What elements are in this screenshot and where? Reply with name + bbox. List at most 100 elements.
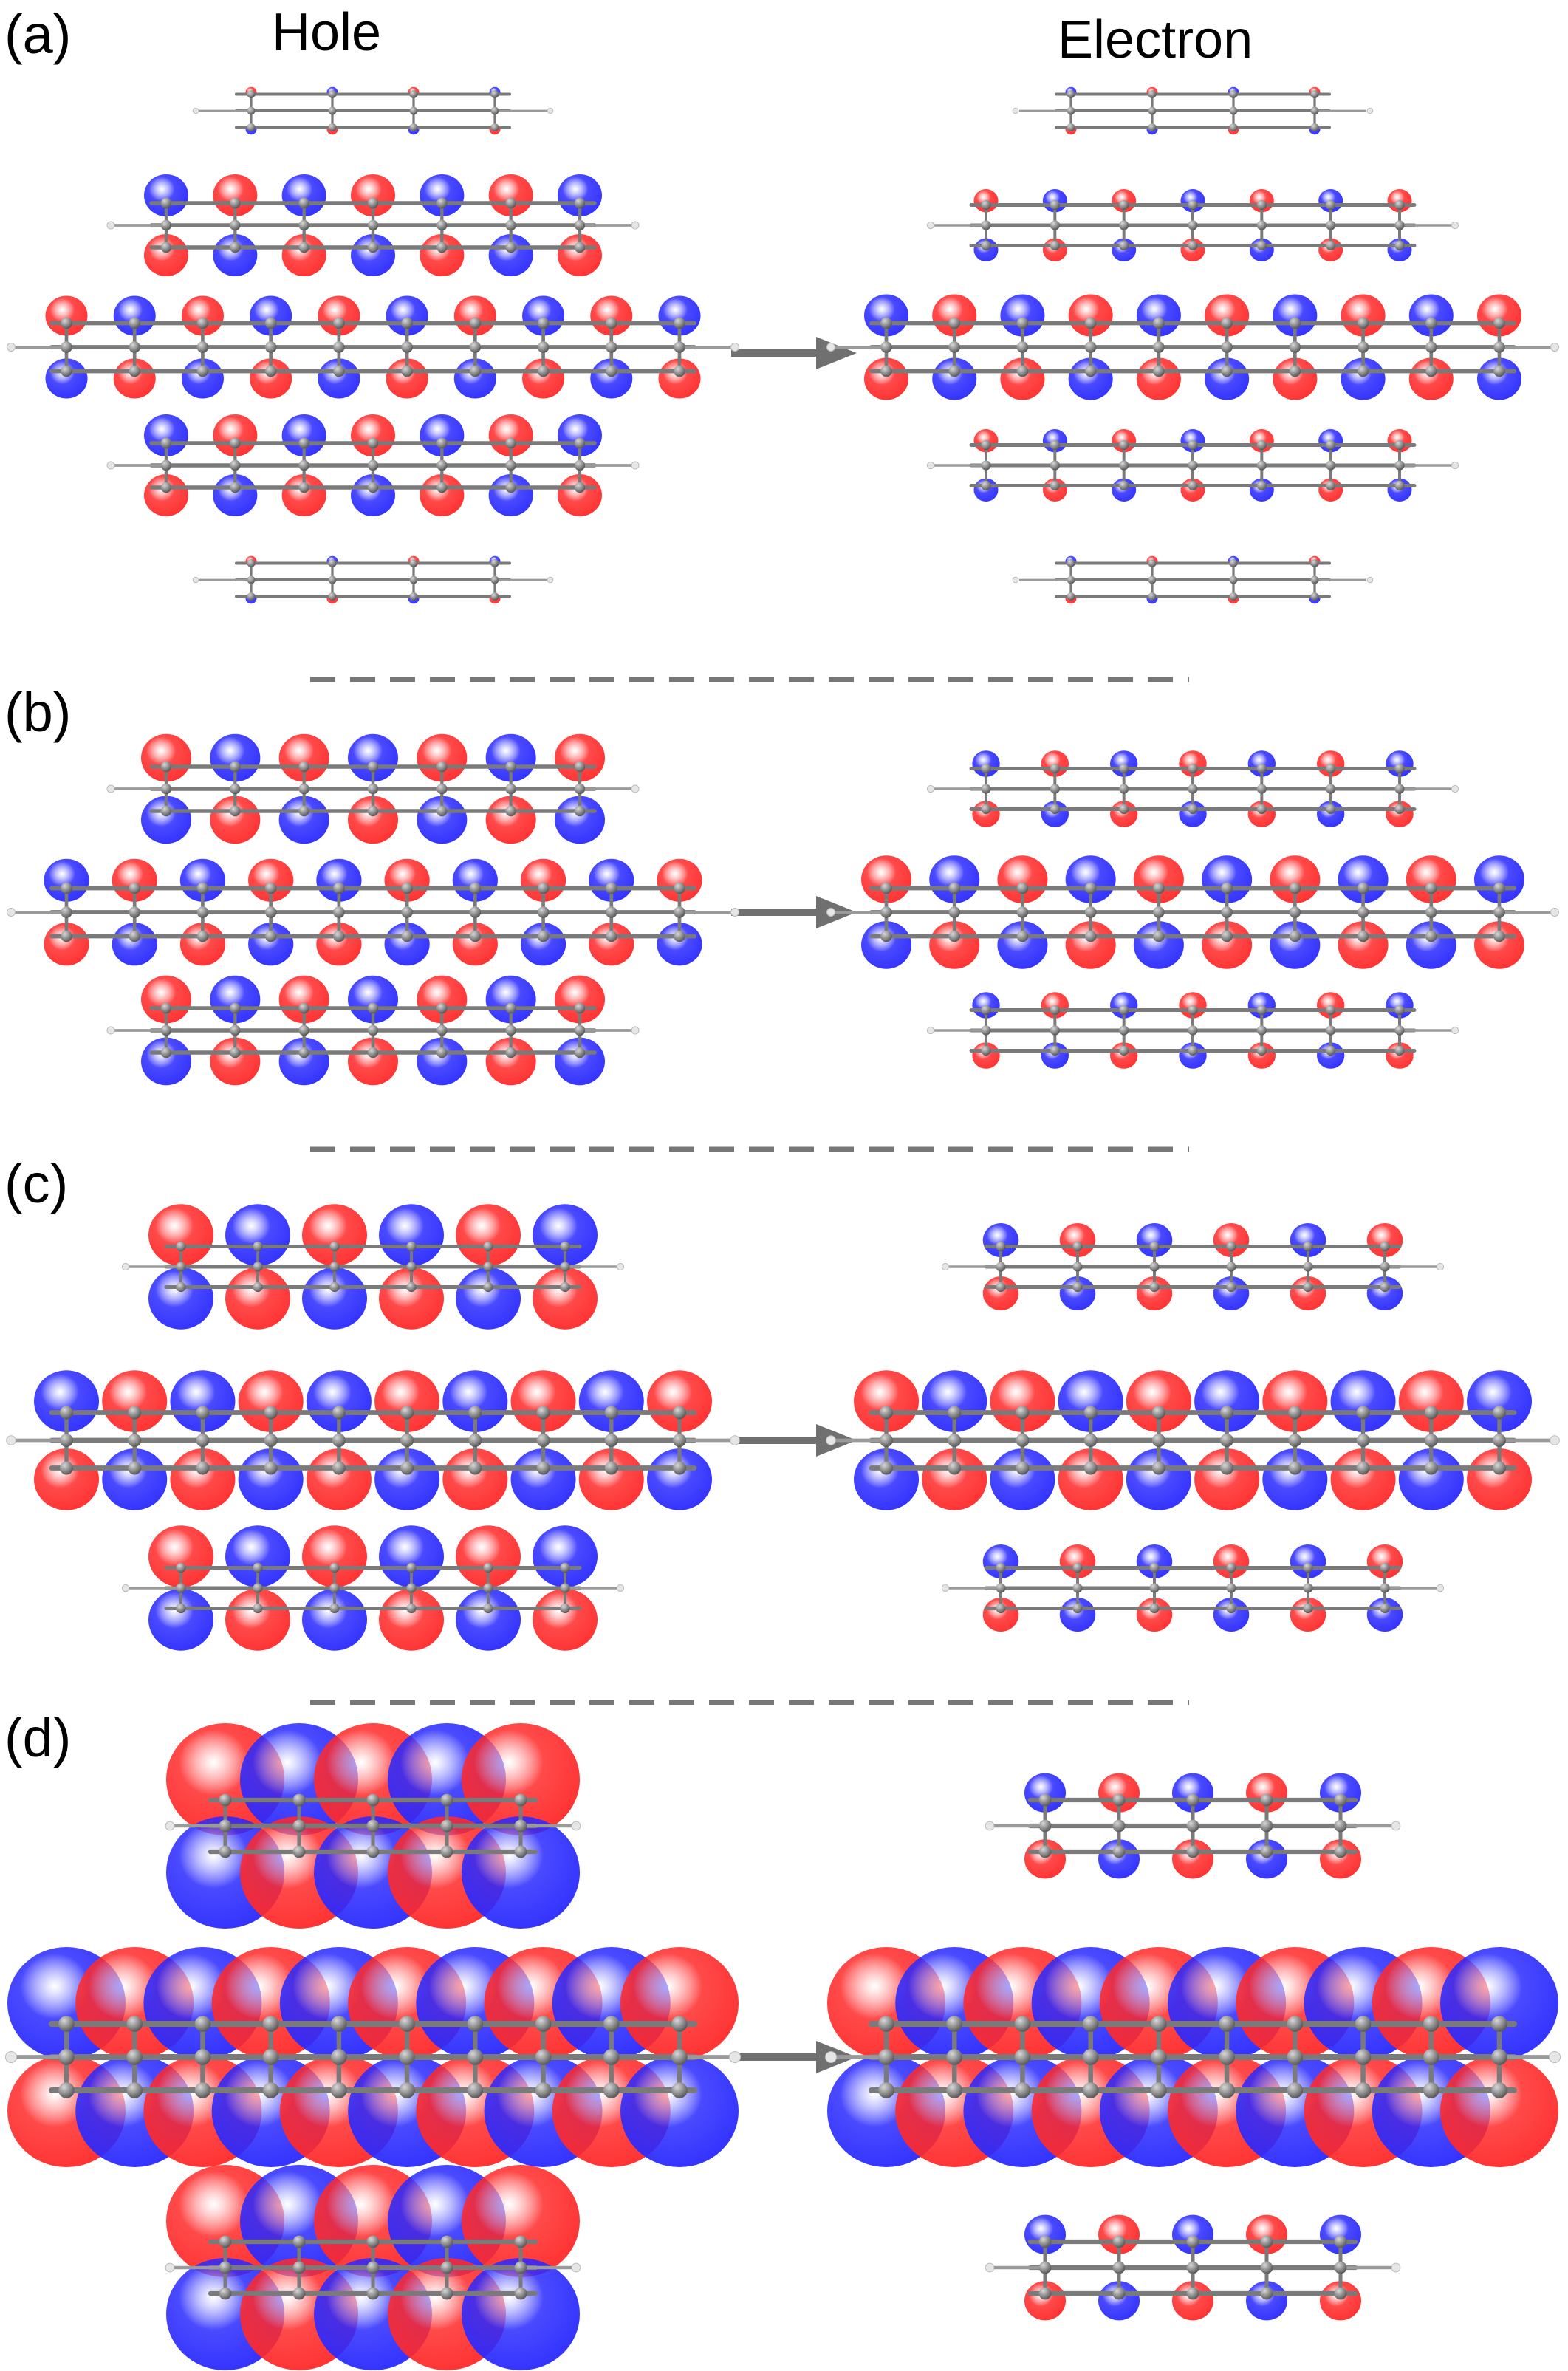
carbon-atom — [1260, 1845, 1273, 1858]
carbon-atom — [948, 1406, 962, 1420]
orbital-lobe — [351, 234, 395, 276]
carbon-atom — [574, 761, 586, 773]
carbon-atom — [981, 480, 991, 491]
carbon-atom — [1355, 2082, 1372, 2098]
carbon-atom — [1256, 220, 1267, 230]
carbon-atom — [505, 197, 516, 209]
carbon-atom — [1119, 1025, 1129, 1036]
carbon-atom — [219, 1793, 232, 1807]
carbon-atom — [440, 1819, 453, 1833]
carbon-atom — [406, 1262, 417, 1272]
carbon-atom — [981, 1045, 991, 1056]
carbon-atom — [1256, 784, 1267, 794]
carbon-atom — [1326, 784, 1336, 794]
carbon-atom — [1303, 1603, 1313, 1614]
carbon-atom — [1326, 1005, 1336, 1016]
orbital-lobe — [348, 733, 398, 782]
orbital-lobe — [1136, 1597, 1173, 1632]
carbon-atom — [329, 1241, 340, 1252]
carbon-atom — [1067, 559, 1075, 567]
orbital-lobe — [1320, 1839, 1361, 1879]
hole-molecule-panel3-layer2 — [165, 2165, 581, 2370]
carbon-atom — [514, 2235, 527, 2248]
orbital-lobe — [306, 1448, 372, 1510]
carbon-atom — [469, 930, 482, 942]
carbon-atom — [1221, 365, 1233, 377]
orbital-lobe — [148, 1589, 213, 1651]
orbital-lobe — [420, 234, 465, 276]
carbon-atom — [1148, 559, 1157, 567]
carbon-atom — [574, 1002, 586, 1014]
carbon-atom — [401, 906, 413, 918]
hydrogen-atom — [926, 461, 935, 470]
carbon-atom — [160, 1002, 172, 1014]
carbon-atom — [1260, 1819, 1273, 1833]
orbital-lobe — [1068, 357, 1113, 400]
carbon-atom — [367, 482, 379, 493]
carbon-atom — [329, 1562, 340, 1573]
carbon-atom — [1188, 1025, 1198, 1036]
carbon-atom — [247, 575, 256, 584]
hydrogen-atom — [1436, 1262, 1445, 1271]
carbon-atom — [468, 1406, 482, 1420]
carbon-atom — [230, 459, 241, 471]
carbon-atom — [1221, 882, 1233, 894]
orbital-lobe — [453, 295, 496, 336]
carbon-atom — [436, 482, 448, 493]
carbon-atom — [948, 1461, 962, 1475]
carbon-atom — [367, 459, 379, 471]
carbon-atom — [604, 1434, 618, 1447]
orbital-lobe — [1172, 2281, 1213, 2321]
orbital-lobe — [1338, 855, 1389, 903]
carbon-atom — [505, 805, 516, 817]
orbital-lobe — [302, 1525, 367, 1587]
carbon-atom — [1050, 763, 1060, 774]
carbon-atom — [1153, 341, 1165, 353]
carbon-atom — [1493, 1434, 1506, 1447]
carbon-atom — [264, 317, 277, 329]
carbon-atom — [406, 1583, 417, 1593]
carbon-atom — [1303, 1282, 1313, 1293]
electron-molecule-panel3-layer2 — [985, 2214, 1401, 2321]
carbon-atom — [196, 365, 209, 377]
carbon-atom — [1394, 240, 1405, 251]
orbital-lobe — [1000, 294, 1045, 337]
carbon-atom — [948, 317, 961, 329]
carbon-atom — [1491, 2016, 1507, 2032]
carbon-atom — [603, 2049, 620, 2065]
carbon-atom — [367, 761, 379, 773]
carbon-atom — [1326, 439, 1336, 451]
orbital-lobe — [225, 1525, 290, 1587]
carbon-atom — [605, 341, 617, 353]
orbital-lobe — [485, 975, 536, 1024]
carbon-atom — [505, 1024, 516, 1036]
hydrogen-atom — [192, 107, 199, 114]
orbital-lobe — [210, 796, 261, 844]
orbital-lobe — [1205, 294, 1250, 337]
carbon-atom — [331, 2049, 347, 2065]
carbon-atom — [1229, 559, 1238, 567]
orbital-lobe — [417, 975, 468, 1024]
carbon-atom — [230, 1002, 241, 1014]
carbon-atom — [264, 341, 277, 353]
orbital-lobe — [1024, 1773, 1066, 1813]
orbital-lobe — [1194, 1370, 1260, 1432]
carbon-atom — [574, 482, 586, 493]
orbital-lobe — [555, 1037, 605, 1086]
carbon-atom — [1149, 1241, 1160, 1252]
orbital-lobe — [982, 1276, 1019, 1310]
carbon-atom — [603, 2082, 620, 2098]
carbon-atom — [247, 592, 256, 601]
carbon-atom — [1256, 460, 1267, 471]
carbon-atom — [176, 1583, 186, 1593]
carbon-atom — [574, 783, 586, 795]
carbon-atom — [400, 1434, 414, 1447]
carbon-atom — [230, 242, 241, 253]
carbon-atom — [605, 930, 617, 942]
carbon-atom — [176, 1241, 186, 1252]
carbon-atom — [996, 1262, 1006, 1272]
carbon-atom — [1326, 804, 1336, 815]
carbon-atom — [1221, 930, 1233, 942]
orbital-lobe — [990, 1370, 1055, 1432]
orbital-lobe — [210, 975, 261, 1024]
